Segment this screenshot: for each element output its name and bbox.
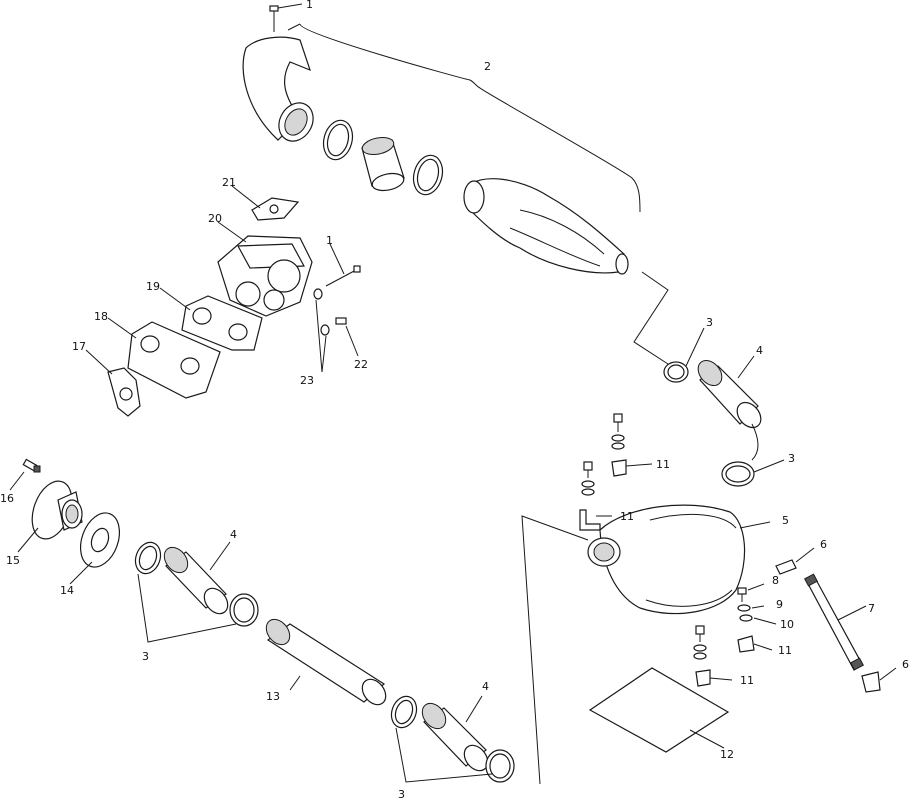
callout-12: 12	[720, 748, 734, 761]
clamp-3-left-b	[229, 593, 259, 627]
fastener-stack-upper	[611, 413, 625, 450]
clamp-3-left-a	[134, 541, 162, 575]
callout-11-a: 11	[656, 458, 670, 471]
gasket-14	[69, 512, 121, 585]
callout-1-manifold: 1	[326, 234, 333, 247]
callout-3-left: 3	[142, 650, 149, 663]
clamp-3-bottom-b	[485, 749, 515, 783]
bolt-1-top	[269, 3, 303, 32]
sleeve-4-left	[163, 541, 231, 615]
washer-23-b	[320, 324, 330, 336]
callout-1-top: 1	[306, 0, 313, 11]
callout-10: 10	[780, 618, 794, 631]
callout-13: 13	[266, 690, 280, 703]
callout-15: 15	[6, 554, 20, 567]
leader-chamber-to-clamp	[633, 271, 669, 365]
leader-muffler-to-sleeve	[521, 515, 589, 785]
plate-18	[107, 317, 221, 399]
fastener-stack-left	[581, 461, 595, 496]
callout-3-right-b: 3	[788, 452, 795, 465]
callout-4-bottom: 4	[482, 680, 489, 693]
strap-7	[804, 573, 867, 671]
bracket-11-c	[737, 635, 773, 653]
coupler-sleeve-upper	[361, 136, 405, 192]
callout-6-bottom: 6	[902, 658, 909, 671]
callout-4-left: 4	[230, 528, 237, 541]
muffler-5	[587, 504, 771, 615]
callout-8: 8	[772, 574, 779, 587]
gasket-19	[159, 287, 263, 351]
leader-3-left	[137, 573, 237, 643]
callout-3-right-a: 3	[706, 316, 713, 329]
bracket-6-bottom	[861, 667, 897, 693]
bolt-8	[737, 583, 765, 602]
bracket-11-d	[695, 669, 733, 687]
gasket-21	[231, 185, 300, 221]
bracket-11-a	[611, 459, 653, 477]
exhaust-manifold	[217, 221, 313, 317]
screw-16	[9, 458, 41, 491]
washer-23-a	[313, 288, 323, 300]
bolt-22	[335, 317, 359, 357]
fastener-stack-lower	[693, 625, 707, 660]
callout-21: 21	[222, 176, 236, 189]
pad-12	[588, 667, 730, 753]
bracket-2	[299, 23, 641, 213]
callout-3-bottom: 3	[398, 788, 405, 801]
callout-2: 2	[484, 60, 491, 73]
callout-11-b: 11	[620, 510, 634, 523]
bolt-1-manifold	[325, 243, 361, 287]
callout-20: 20	[208, 212, 222, 225]
tube-13	[265, 618, 387, 706]
callout-23: 23	[300, 374, 314, 387]
clamp-upper-1	[322, 119, 354, 161]
bracket-11-b	[579, 509, 612, 531]
clamp-upper-2	[412, 154, 444, 196]
callout-18: 18	[94, 310, 108, 323]
leader-3-bottom	[395, 727, 493, 783]
washer-9	[737, 604, 765, 612]
callout-22: 22	[354, 358, 368, 371]
gasket-17	[85, 349, 141, 417]
callout-6-top: 6	[820, 538, 827, 551]
sleeve-4-right	[697, 355, 762, 429]
exhaust-elbow	[242, 36, 314, 142]
callout-7: 7	[868, 602, 875, 615]
callout-4-right: 4	[756, 344, 763, 357]
bracket-6-top	[775, 547, 815, 575]
callout-16: 16	[0, 492, 14, 505]
outlet-flange-15	[17, 480, 83, 553]
callout-11-c: 11	[778, 644, 792, 657]
callout-9: 9	[776, 598, 783, 611]
callout-5: 5	[782, 514, 789, 527]
clamp-3-right-a	[663, 327, 705, 383]
callout-17: 17	[72, 340, 86, 353]
leader-23	[315, 299, 327, 373]
callout-19: 19	[146, 280, 160, 293]
sleeve-4-bottom	[421, 695, 489, 772]
expansion-chamber	[463, 178, 629, 275]
clamp-3-right-b	[721, 459, 785, 487]
washer-10	[739, 614, 777, 625]
callout-11-d: 11	[740, 674, 754, 687]
callout-14: 14	[60, 584, 74, 597]
clamp-3-bottom-a	[390, 695, 418, 729]
